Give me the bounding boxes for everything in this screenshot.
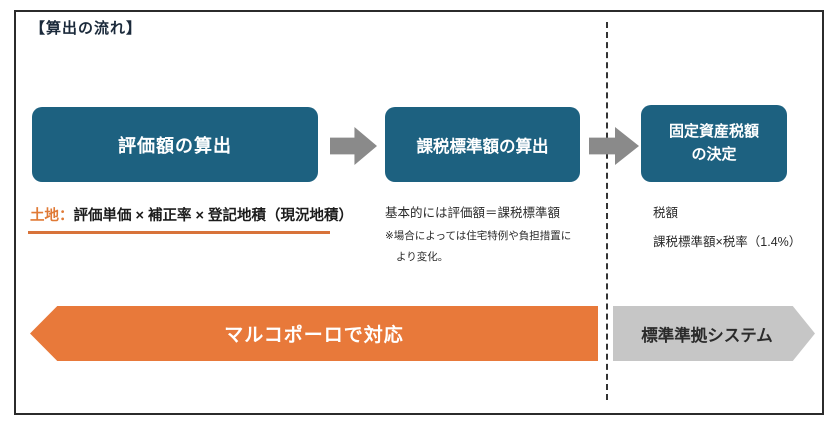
diagram-title: 【算出の流れ】	[30, 20, 143, 37]
standard-system-banner-right-arrow: 標準準拠システム	[613, 306, 815, 361]
land-formula-label: 土地：	[30, 208, 74, 224]
land-formula-underline	[28, 231, 330, 234]
tax-amount-label: 税額	[653, 206, 679, 220]
step-box-assessed-value: 評価額の算出	[32, 107, 318, 182]
taxable-standard-notes: 基本的には評価額＝課税標準額 ※場合によっては住宅特例や負担措置に より変化。	[385, 202, 571, 264]
taxable-note-sub1: ※場合によっては住宅特例や負担措置に	[385, 230, 572, 242]
marco-polo-banner-left-arrow: マルコポーロで対応	[30, 306, 598, 361]
step-box-tax-amount: 固定資産税額 の決定	[641, 105, 787, 182]
taxable-note-sub2: より変化。	[396, 251, 449, 263]
dashed-divider-line	[606, 22, 608, 400]
land-formula-line: 土地：評価単価 × 補正率 × 登記地積（現況地積）	[30, 204, 353, 225]
taxable-note-main: 基本的には評価額＝課税標準額	[385, 206, 561, 220]
tax-amount-notes: 税額 課税標準額×税率（1.4%）	[653, 202, 801, 250]
step-box-taxable-standard: 課税標準額の算出	[385, 107, 580, 182]
land-formula-text: 評価単価 × 補正率 × 登記地積（現況地積）	[73, 208, 354, 224]
tax-amount-formula: 課税標準額×税率（1.4%）	[653, 235, 802, 249]
